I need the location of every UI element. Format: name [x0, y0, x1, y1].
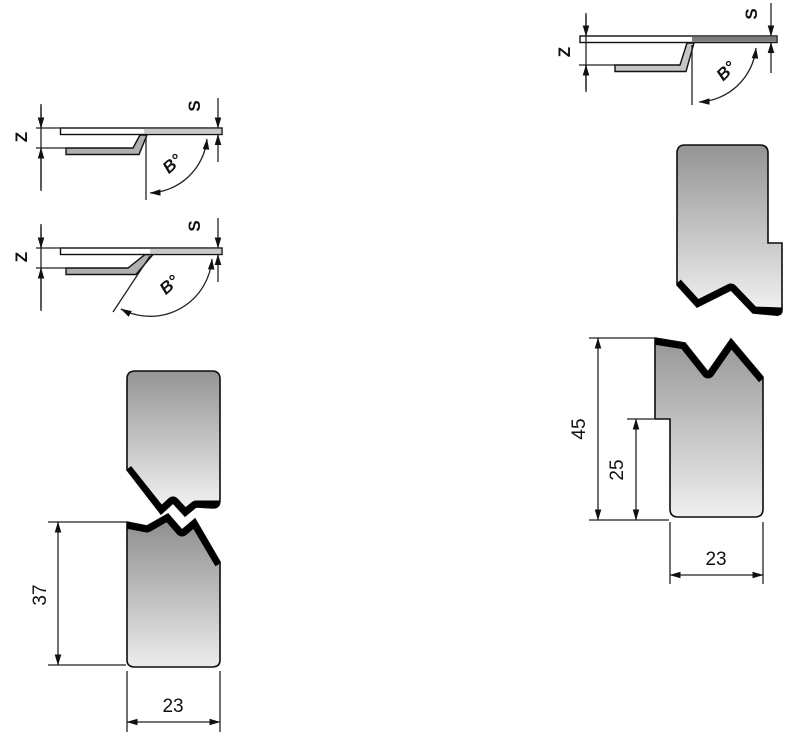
right-punch [676, 144, 783, 316]
s-dimension: S [185, 98, 222, 162]
z-label: Z [12, 132, 31, 142]
dimension-die-width-right: 23 [669, 522, 764, 584]
sheet-lower-flange [65, 134, 149, 156]
z-profile-right: Z S B° [555, 3, 778, 105]
z-dimension: Z [555, 13, 616, 92]
left-punch [126, 370, 221, 518]
angle-label: B° [159, 150, 186, 177]
s-dimension: S [185, 218, 222, 282]
dimension-die-height-left: 37 [30, 521, 126, 666]
sheet-upper-strip [59, 127, 223, 136]
die-height-value: 37 [30, 584, 51, 605]
sheet-upper-flange-shade [144, 128, 222, 134]
s-dimension: S [742, 3, 775, 73]
z-label: Z [12, 252, 31, 262]
z-dimension: Z [12, 224, 67, 311]
dimension-die-height-right: 45 [569, 337, 669, 521]
right-die [654, 337, 764, 518]
z-label: Z [555, 47, 574, 57]
s-label: S [185, 220, 204, 231]
dimension-die-width-left: 23 [126, 671, 221, 732]
angle-arc [698, 47, 759, 105]
sheet-lower-flange [614, 42, 695, 73]
sheet-upper-flange-shade [692, 36, 777, 42]
angle-label: B° [156, 271, 183, 298]
angle-arc [120, 258, 215, 317]
z-profile-left-acute: Z S B° [12, 98, 223, 200]
sheet-upper-strip [59, 247, 223, 256]
die-width-value: 23 [162, 696, 183, 717]
sheet-upper-flange-shade [150, 248, 222, 254]
s-label: S [742, 8, 761, 19]
left-die [126, 512, 221, 668]
angle-arc [149, 138, 210, 196]
die-height-value: 45 [569, 418, 590, 439]
dimension-die-step-right: 25 [607, 418, 654, 521]
die-width-value: 23 [705, 549, 726, 570]
s-label: S [185, 100, 204, 111]
sheet-upper-strip [579, 35, 778, 44]
z-dimension: Z [12, 104, 67, 191]
angle-label: B° [713, 58, 740, 85]
die-step-value: 25 [607, 459, 628, 480]
z-profile-left-obtuse: Z S B° [12, 218, 223, 317]
